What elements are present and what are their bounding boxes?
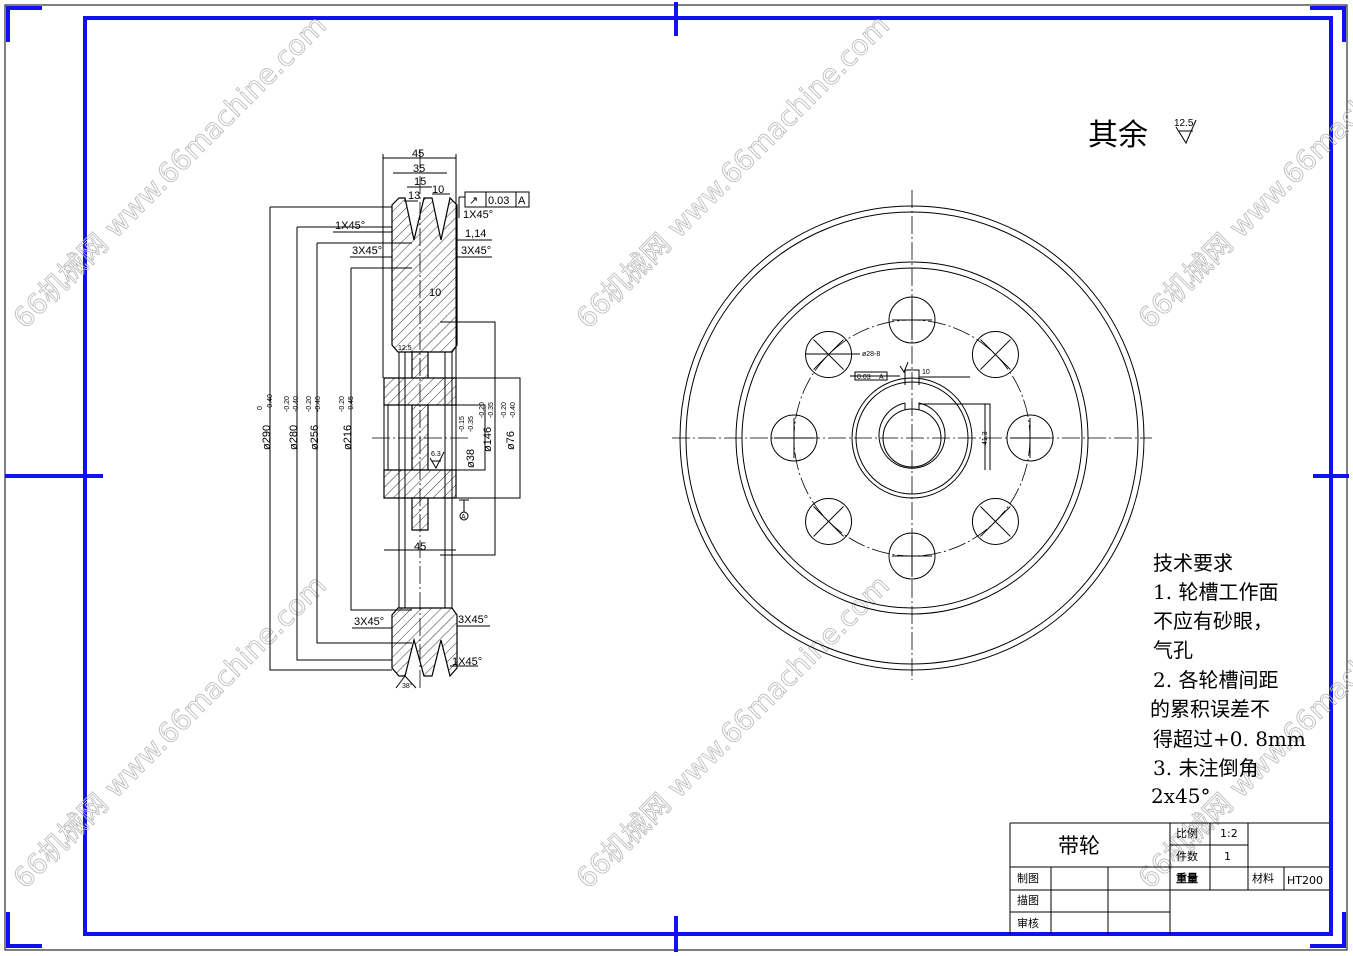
svg-text:A: A xyxy=(879,374,884,381)
hole-center-mark xyxy=(980,506,1011,537)
svg-text:2. 各轮槽间距: 2. 各轮槽间距 xyxy=(1153,668,1278,692)
svg-text:ø280: ø280 xyxy=(288,425,300,450)
technical-requirements: 技术要求 1. 轮槽工作面 不应有砂眼， 气孔 2. 各轮槽间距 的累积误差不 … xyxy=(1150,551,1306,808)
surface-roughness-note: 其余 12.5 xyxy=(1088,118,1197,153)
front-view: ø28-8 0.03 A 10 41.3 xyxy=(672,190,1152,680)
svg-text:重量: 重量 xyxy=(1176,871,1198,885)
svg-text:3X45°: 3X45° xyxy=(461,245,491,257)
svg-text:10: 10 xyxy=(429,287,441,299)
svg-text:66机械网 www.66machine.com: 66机械网 www.66machine.com xyxy=(7,569,333,895)
svg-text:1: 1 xyxy=(1224,850,1231,863)
roughness-symbol-icon xyxy=(1175,119,1197,145)
svg-text:-0.35: -0.35 xyxy=(488,402,495,418)
svg-text:ø38: ø38 xyxy=(465,449,477,468)
svg-text:0.03: 0.03 xyxy=(488,195,509,207)
svg-text:制图: 制图 xyxy=(1017,872,1039,885)
svg-text:A: A xyxy=(461,514,466,521)
svg-text:不应有砂眼，: 不应有砂眼， xyxy=(1153,609,1273,633)
svg-text:1:2: 1:2 xyxy=(1220,827,1238,840)
svg-text:1X45°: 1X45° xyxy=(335,220,365,232)
svg-text:件数: 件数 xyxy=(1176,850,1198,863)
title-block: 带轮 比例 1:2 件数 1 重量 材料 HT200 制图 描图 审核 xyxy=(1009,822,1329,934)
svg-text:-0.40: -0.40 xyxy=(315,396,322,412)
svg-text:66机械网 www.66machine.com: 66机械网 www.66machine.com xyxy=(7,9,333,335)
svg-text:-0.15: -0.15 xyxy=(459,416,466,432)
svg-text:10: 10 xyxy=(432,184,444,196)
svg-text:审核: 审核 xyxy=(1017,916,1039,930)
svg-text:-0.20: -0.20 xyxy=(339,396,346,412)
svg-text:比例: 比例 xyxy=(1176,826,1198,840)
svg-text:ø216: ø216 xyxy=(342,425,354,450)
svg-text:ø256: ø256 xyxy=(309,425,321,450)
svg-text:ø76: ø76 xyxy=(505,431,517,450)
svg-text:-0.20: -0.20 xyxy=(479,402,486,418)
bolt-hole xyxy=(971,497,1019,545)
svg-text:-0.35: -0.35 xyxy=(468,416,475,432)
svg-text:-0.20: -0.20 xyxy=(501,402,508,418)
svg-text:ø28-8: ø28-8 xyxy=(862,351,880,358)
bolt-hole xyxy=(971,331,1019,379)
svg-text:描图: 描图 xyxy=(1017,893,1039,907)
svg-text:的累积误差不: 的累积误差不 xyxy=(1150,697,1270,721)
svg-text:66机械网 www.66machine.com: 66机械网 www.66machine.com xyxy=(570,569,896,895)
svg-text:12.5: 12.5 xyxy=(398,345,412,352)
svg-text:ø290: ø290 xyxy=(261,425,273,450)
svg-text:1X45°: 1X45° xyxy=(463,209,493,221)
svg-text:3. 未注倒角: 3. 未注倒角 xyxy=(1153,756,1258,780)
svg-text:1X45°: 1X45° xyxy=(452,656,482,668)
svg-text:3X45°: 3X45° xyxy=(458,614,488,626)
svg-text:带轮: 带轮 xyxy=(1058,834,1100,858)
svg-text:-0.40: -0.40 xyxy=(293,396,300,412)
svg-text:A: A xyxy=(518,195,526,207)
bolt-hole xyxy=(805,497,853,545)
watermarks: 66机械网 www.66machine.com 66机械网 www.66mach… xyxy=(6,8,1353,895)
svg-text:66机械网 www.66machine.com: 66机械网 www.66machine.com xyxy=(1132,9,1353,335)
svg-text:-0.40: -0.40 xyxy=(510,402,517,418)
svg-text:6.3: 6.3 xyxy=(431,451,441,458)
svg-text:45: 45 xyxy=(414,541,426,553)
svg-text:↗: ↗ xyxy=(469,195,478,207)
svg-text:技术要求: 技术要求 xyxy=(1153,551,1233,575)
svg-text:材料: 材料 xyxy=(1252,871,1274,885)
drawing-frame xyxy=(5,2,1349,952)
svg-text:-0.20: -0.20 xyxy=(306,396,313,412)
svg-text:1,14: 1,14 xyxy=(465,228,486,240)
svg-text:得超过+0. 8mm: 得超过+0. 8mm xyxy=(1153,727,1306,751)
svg-text:12.5: 12.5 xyxy=(1174,118,1194,129)
svg-text:0: 0 xyxy=(257,406,264,410)
hole-center-mark xyxy=(813,339,844,370)
svg-text:其余: 其余 xyxy=(1088,118,1148,153)
svg-text:-0.20: -0.20 xyxy=(284,396,291,412)
svg-text:35: 35 xyxy=(413,163,425,175)
runout-tolerance-frame: ↗ 0.03 A xyxy=(458,191,530,218)
svg-text:HT200: HT200 xyxy=(1287,874,1323,887)
hole-center-mark xyxy=(813,506,844,537)
svg-text:气孔: 气孔 xyxy=(1153,638,1193,662)
svg-text:ø146: ø146 xyxy=(482,427,494,452)
bolt-hole xyxy=(805,331,853,379)
svg-text:45: 45 xyxy=(412,148,424,160)
svg-text:3X45°: 3X45° xyxy=(352,245,382,257)
svg-text:41.3: 41.3 xyxy=(982,431,989,445)
svg-text:2x45°: 2x45° xyxy=(1151,784,1210,808)
svg-text:0.03: 0.03 xyxy=(857,374,871,381)
svg-text:-0.40: -0.40 xyxy=(267,394,274,410)
svg-text:66机械网 www.66machine.com: 66机械网 www.66machine.com xyxy=(570,9,896,335)
svg-text:10: 10 xyxy=(922,369,930,376)
svg-text:15: 15 xyxy=(414,176,426,188)
hole-center-mark xyxy=(980,339,1011,370)
svg-text:3X45°: 3X45° xyxy=(354,616,384,628)
svg-text:13: 13 xyxy=(408,190,420,202)
svg-text:38°: 38° xyxy=(402,682,413,690)
svg-text:-0.45: -0.45 xyxy=(348,396,355,412)
section-view: 45 35 15 13 10 ↗ 0.03 A 1X45° 1X45° 1,14… xyxy=(257,148,530,690)
svg-text:1. 轮槽工作面: 1. 轮槽工作面 xyxy=(1153,580,1278,604)
